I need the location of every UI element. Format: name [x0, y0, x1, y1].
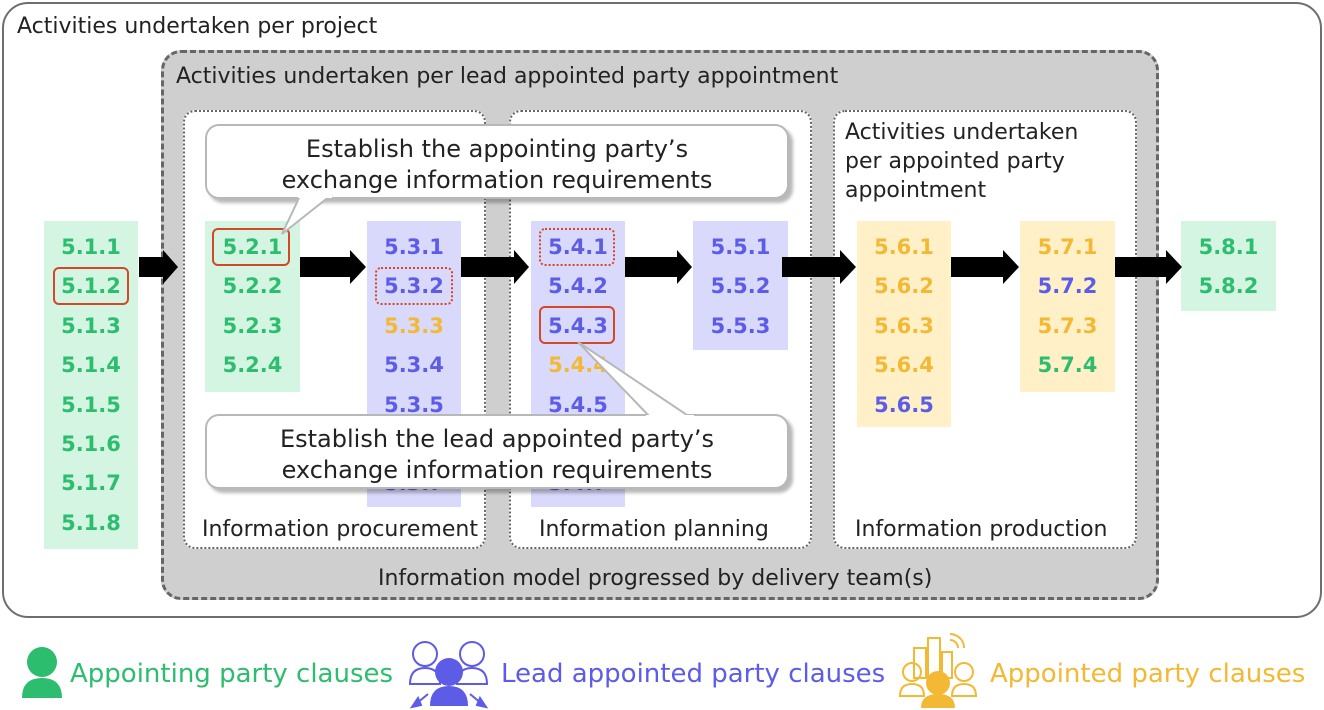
- clause-5-1-3: 5.1.3: [61, 313, 121, 338]
- clause-5-1-8: 5.1.8: [61, 510, 121, 535]
- legend-appointed: Appointed party clauses: [990, 659, 1306, 689]
- clause-5-4-1: 5.4.1: [548, 235, 608, 259]
- clause-5-1-1: 5.1.1: [61, 235, 121, 259]
- callout-appointing-eir: Establish the appointing party’s exchang…: [205, 124, 789, 199]
- appointed-title-line3: appointment: [845, 178, 987, 203]
- arrow-5-3-to-5-4: [461, 250, 529, 284]
- clause-5-6-1: 5.6.1: [874, 235, 934, 259]
- column-5-2: 5.2.1 5.2.2 5.2.3 5.2.4: [205, 221, 300, 392]
- clause-5-3-4: 5.3.4: [384, 353, 444, 378]
- column-5-1: 5.1.1 5.1.2 5.1.3 5.1.4 5.1.5 5.1.6 5.1.7 5.1.8: [44, 221, 138, 549]
- appointed-title-line2: per appointed party: [845, 149, 1065, 174]
- appointing-party-icon: [22, 647, 62, 698]
- clause-5-8-1: 5.8.1: [1198, 235, 1259, 259]
- project-frame-title: Activities undertaken per project: [17, 14, 378, 39]
- clause-5-3-2: 5.3.2: [384, 274, 444, 299]
- clause-5-2-3: 5.2.3: [222, 313, 283, 338]
- highlight-5-1-2: [53, 267, 129, 305]
- clause-5-8-2: 5.8.2: [1198, 274, 1259, 299]
- clause-5-4-2: 5.4.2: [548, 274, 608, 299]
- callout-bottom-line2: exchange information requirements: [281, 456, 713, 484]
- legend-lead: Lead appointed party clauses: [501, 659, 886, 689]
- clause-5-2-2: 5.2.2: [222, 274, 283, 299]
- callout-top-line2: exchange information requirements: [281, 166, 713, 194]
- clause-5-6-2: 5.6.2: [874, 274, 934, 299]
- clause-5-3-1: 5.3.1: [384, 235, 444, 259]
- column-5-6: 5.6.1 5.6.2 5.6.3 5.6.4 5.6.5: [857, 221, 951, 427]
- panel-procurement-label: Information procurement: [202, 517, 478, 542]
- clause-5-2-4: 5.2.4: [222, 353, 283, 378]
- clause-5-1-6: 5.1.6: [61, 432, 121, 456]
- clause-5-7-1: 5.7.1: [1037, 235, 1098, 259]
- arrow-5-5-to-5-6: [782, 250, 856, 284]
- clause-5-6-5: 5.6.5: [874, 392, 934, 417]
- clause-5-5-2: 5.5.2: [710, 274, 771, 299]
- clause-5-7-2: 5.7.2: [1037, 274, 1098, 299]
- lead-appointment-title: Activities undertaken per lead appointed…: [176, 64, 839, 89]
- legend-appointing: Appointing party clauses: [70, 659, 394, 689]
- clause-5-5-3: 5.5.3: [710, 313, 771, 338]
- clause-5-4-3: 5.4.3: [548, 313, 608, 338]
- clause-5-4-5: 5.4.5: [548, 392, 608, 417]
- callout-bottom-line1: Establish the lead appointed party’s: [279, 425, 715, 453]
- clause-5-1-4: 5.1.4: [61, 353, 121, 378]
- highlight-5-2-1: [212, 228, 290, 266]
- column-5-7: 5.7.1 5.7.2 5.7.3 5.7.4: [1020, 221, 1115, 392]
- appointed-party-icon: [898, 633, 978, 708]
- clause-5-7-3: 5.7.3: [1037, 313, 1098, 338]
- column-5-8: 5.8.1 5.8.2: [1181, 221, 1276, 311]
- highlight-5-4-1: [539, 228, 615, 266]
- arrow-5-1-to-5-2: [139, 250, 178, 284]
- panel-planning-label: Information planning: [539, 517, 769, 542]
- panel-production-label: Information production: [855, 517, 1108, 542]
- highlight-5-3-2: [375, 267, 453, 305]
- clause-5-3-3: 5.3.3: [384, 313, 444, 338]
- arrow-5-4-to-5-5: [625, 250, 692, 284]
- clause-5-7-4: 5.7.4: [1037, 353, 1098, 378]
- clause-5-5-1: 5.5.1: [710, 235, 771, 259]
- arrow-5-6-to-5-7: [951, 250, 1019, 284]
- clause-5-6-3: 5.6.3: [874, 313, 934, 338]
- arrow-5-7-to-5-8: [1115, 250, 1182, 284]
- clause-5-1-7: 5.1.7: [61, 471, 121, 496]
- highlight-5-4-3: [539, 306, 615, 344]
- column-5-5: 5.5.1 5.5.2 5.5.3: [693, 221, 788, 350]
- callout-lead-eir: Establish the lead appointed party’s exc…: [205, 414, 789, 489]
- appointed-title-line1: Activities undertaken: [845, 120, 1079, 145]
- lead-appointed-party-icon: [408, 641, 489, 709]
- clause-5-6-4: 5.6.4: [874, 353, 934, 378]
- clause-5-1-2: 5.1.2: [61, 274, 121, 299]
- arrow-5-2-to-5-3: [300, 250, 366, 284]
- clause-5-1-5: 5.1.5: [61, 392, 121, 417]
- bottom-caption: Information model progressed by delivery…: [378, 566, 933, 591]
- callout-top-line1: Establish the appointing party’s: [305, 135, 689, 163]
- clause-5-2-1: 5.2.1: [222, 235, 283, 259]
- clause-5-3-5: 5.3.5: [384, 392, 444, 417]
